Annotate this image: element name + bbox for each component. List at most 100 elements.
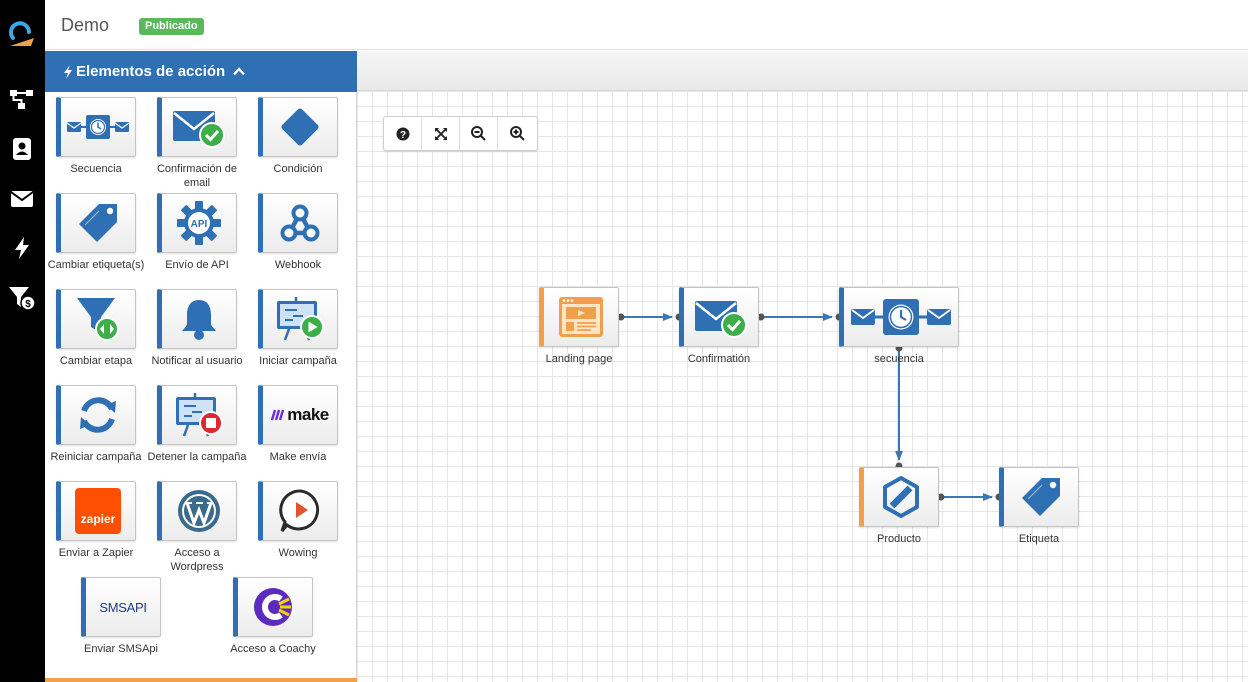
flow-node-tag[interactable]: Etiqueta xyxy=(999,467,1079,545)
chevron-up-icon xyxy=(233,67,246,76)
tile-label: Enviar SMSApi xyxy=(84,643,158,655)
flow-icon xyxy=(10,90,33,109)
tile-box xyxy=(56,193,136,253)
svg-text:?: ? xyxy=(399,130,405,141)
tile-box xyxy=(258,289,338,349)
tile-condition[interactable]: Condición xyxy=(248,97,348,176)
tile-label: Cambiar etiqueta(s) xyxy=(47,259,145,271)
tag-icon xyxy=(1022,478,1060,516)
logo-icon xyxy=(9,21,34,46)
tile-box xyxy=(258,193,338,253)
tile-change-tags[interactable]: Cambiar etiqueta(s) xyxy=(46,193,146,272)
tile-box: SMSAPI xyxy=(81,577,161,637)
tile-restart-campaign[interactable]: Reiniciar campaña xyxy=(46,385,146,464)
tile-webhook[interactable]: Webhook xyxy=(248,193,348,272)
zoom-out-button[interactable] xyxy=(460,117,498,150)
tile-box: zapier xyxy=(56,481,136,541)
rail-contacts[interactable] xyxy=(6,134,38,164)
svg-text:$: $ xyxy=(25,299,31,310)
zoom-in-button[interactable] xyxy=(498,117,536,150)
tile-box xyxy=(258,481,338,541)
sequence-icon xyxy=(851,299,951,335)
landing-page-icon xyxy=(559,297,603,337)
rail-automations[interactable] xyxy=(6,233,38,263)
funnel-stage-icon xyxy=(77,298,119,341)
node-label: Landing page xyxy=(545,353,613,365)
node-label: Etiqueta xyxy=(1018,533,1060,545)
tile-label: Enviar a Zapier xyxy=(58,547,134,559)
tile-wordpress[interactable]: Acceso a Wordpress xyxy=(147,481,247,574)
coachy-logo-icon xyxy=(254,588,292,626)
email-icon xyxy=(10,191,34,207)
panel-title: Elementos de acción xyxy=(76,63,226,80)
tile-label: Acceso a Coachy xyxy=(230,643,316,655)
zapier-logo-icon: zapier xyxy=(75,488,121,534)
flow-canvas[interactable] xyxy=(357,91,1248,682)
tile-start-campaign[interactable]: Iniciar campaña xyxy=(248,289,348,368)
tile-label: Make envía xyxy=(269,451,327,463)
tile-label: Acceso a Wordpress xyxy=(170,547,224,573)
tile-label: Detener la campaña xyxy=(147,451,247,463)
automation-icon xyxy=(15,237,29,259)
email-confirm-icon xyxy=(695,301,747,338)
email-confirm-icon xyxy=(173,111,225,148)
condition-icon xyxy=(281,108,319,146)
tile-box xyxy=(56,385,136,445)
zoom-in-icon xyxy=(509,126,525,141)
tile-change-stage[interactable]: Cambiar etapa xyxy=(46,289,146,368)
flow-node-landing-page[interactable]: Landing page xyxy=(539,287,619,365)
tile-stop-campaign[interactable]: Detener la campaña xyxy=(147,385,247,464)
bolt-icon xyxy=(64,64,72,79)
panel-header-toggle[interactable]: Elementos de acción xyxy=(45,51,357,92)
api-gear-icon: API xyxy=(177,201,221,245)
status-badge: Publicado xyxy=(139,18,204,35)
tile-box: make xyxy=(258,385,338,445)
action-elements-panel: Elementos de acción Secuencia xyxy=(45,51,357,682)
wowing-logo-icon xyxy=(279,489,320,532)
wordpress-logo-icon xyxy=(178,490,220,532)
panel-footer-bar xyxy=(45,678,357,682)
smsapi-logo-icon: SMSAPI xyxy=(99,599,147,615)
node-box xyxy=(859,467,939,527)
product-icon xyxy=(883,476,919,518)
flow-node-confirmation[interactable]: Confirmatión xyxy=(679,287,759,365)
tile-sequence[interactable]: Secuencia xyxy=(46,97,146,176)
flow-node-sequence[interactable]: secuencia xyxy=(839,287,959,365)
rail-funnels[interactable]: $ xyxy=(6,283,38,313)
tile-smsapi[interactable]: SMSAPI Enviar SMSApi xyxy=(71,577,171,656)
flow-node-product[interactable]: Producto xyxy=(859,467,939,545)
tile-zapier[interactable]: zapier Enviar a Zapier xyxy=(46,481,146,560)
tile-box xyxy=(157,97,237,157)
rail-flows[interactable] xyxy=(6,85,38,115)
page-title: Demo xyxy=(61,15,110,35)
tile-make[interactable]: make Make envía xyxy=(248,385,348,464)
tile-wowing[interactable]: Wowing xyxy=(248,481,348,560)
tile-label: Notificar al usuario xyxy=(151,355,243,367)
tile-box xyxy=(157,481,237,541)
tile-label: Iniciar campaña xyxy=(259,355,337,367)
svg-text:API: API xyxy=(191,219,208,230)
tile-email-confirmation[interactable]: Confirmación de email xyxy=(147,97,247,190)
tile-coachy[interactable]: Acceso a Coachy xyxy=(223,577,323,656)
tile-box xyxy=(157,385,237,445)
node-label: secuencia xyxy=(874,353,924,365)
app-logo[interactable] xyxy=(6,20,38,50)
webhook-icon xyxy=(280,204,320,242)
fit-screen-button[interactable] xyxy=(422,117,460,150)
help-icon: ? xyxy=(396,127,409,141)
tile-label: Confirmación de email xyxy=(156,163,238,189)
zapier-logo-text: zapier xyxy=(80,512,116,526)
tile-api-send[interactable]: API Envío de API xyxy=(147,193,247,272)
fit-screen-icon xyxy=(434,127,447,140)
tile-label: Cambiar etapa xyxy=(59,355,133,367)
make-logo-text: make xyxy=(287,405,329,424)
canvas-toolbar-strip xyxy=(357,51,1248,91)
tile-notify-user[interactable]: Notificar al usuario xyxy=(147,289,247,368)
tag-icon xyxy=(79,204,117,242)
sequence-icon xyxy=(66,115,130,139)
node-label: Confirmatión xyxy=(687,353,751,365)
help-button[interactable]: ? xyxy=(384,117,422,150)
rail-emails[interactable] xyxy=(6,184,38,214)
tile-label: Secuencia xyxy=(70,163,122,175)
